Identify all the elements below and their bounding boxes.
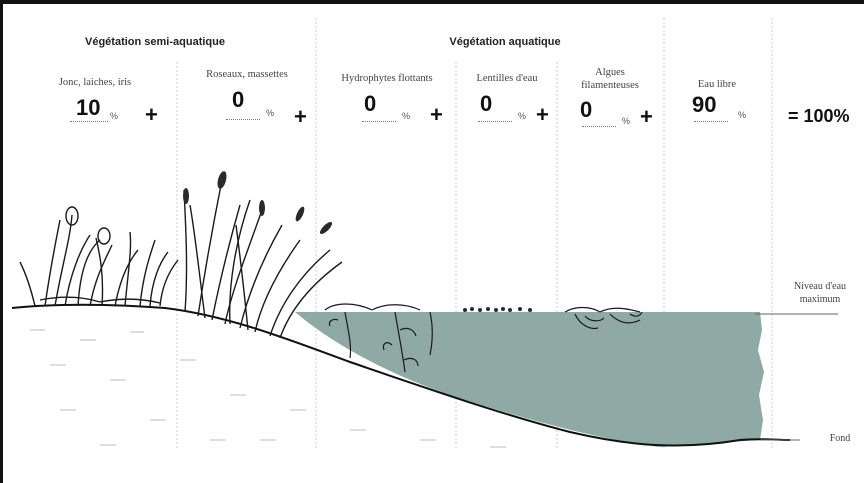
group-aquatic: Végétation aquatique — [410, 36, 600, 48]
total-equals: = 100% — [788, 106, 850, 127]
label-hydrophytes: Hydrophytes flottants — [318, 72, 456, 85]
value-eau-libre: 90 — [692, 93, 716, 117]
plus-3: + — [430, 104, 443, 126]
label-jonc: Jonc, laiches, iris — [25, 76, 165, 89]
unit-lentilles: % — [518, 111, 526, 121]
label-lentilles: Lentilles d'eau — [458, 72, 556, 85]
field-eau-libre — [694, 121, 728, 122]
duckweed — [463, 307, 532, 312]
plus-5: + — [640, 106, 653, 128]
group-semi-aquatic: Végétation semi-aquatique — [60, 36, 250, 48]
value-algues: 0 — [580, 98, 592, 122]
value-roseaux: 0 — [232, 88, 244, 112]
unit-roseaux: % — [266, 108, 274, 118]
label-eau-libre: Eau libre — [672, 78, 762, 91]
plus-1: + — [145, 104, 158, 126]
field-jonc — [70, 121, 108, 122]
unit-algues: % — [622, 116, 630, 126]
label-algues: Algues filamenteuses — [570, 66, 650, 92]
water-body — [295, 312, 764, 447]
unit-eau-libre: % — [738, 110, 746, 120]
cattail-heads — [183, 170, 334, 236]
annotation-water-level: Niveau d'eau maximum — [780, 280, 860, 306]
label-roseaux: Roseaux, massettes — [182, 68, 312, 81]
unit-jonc: % — [110, 111, 118, 121]
plus-4: + — [536, 104, 549, 126]
plus-2: + — [294, 106, 307, 128]
value-jonc: 10 — [76, 96, 100, 120]
field-roseaux — [226, 119, 260, 120]
value-hydrophytes: 0 — [364, 92, 376, 116]
annotation-bottom: Fond — [820, 432, 860, 445]
rush-iris-clump — [20, 207, 178, 306]
field-lentilles — [478, 121, 512, 122]
unit-hydrophytes: % — [402, 111, 410, 121]
field-hydrophytes — [362, 121, 396, 122]
value-lentilles: 0 — [480, 92, 492, 116]
field-algues — [582, 126, 616, 127]
